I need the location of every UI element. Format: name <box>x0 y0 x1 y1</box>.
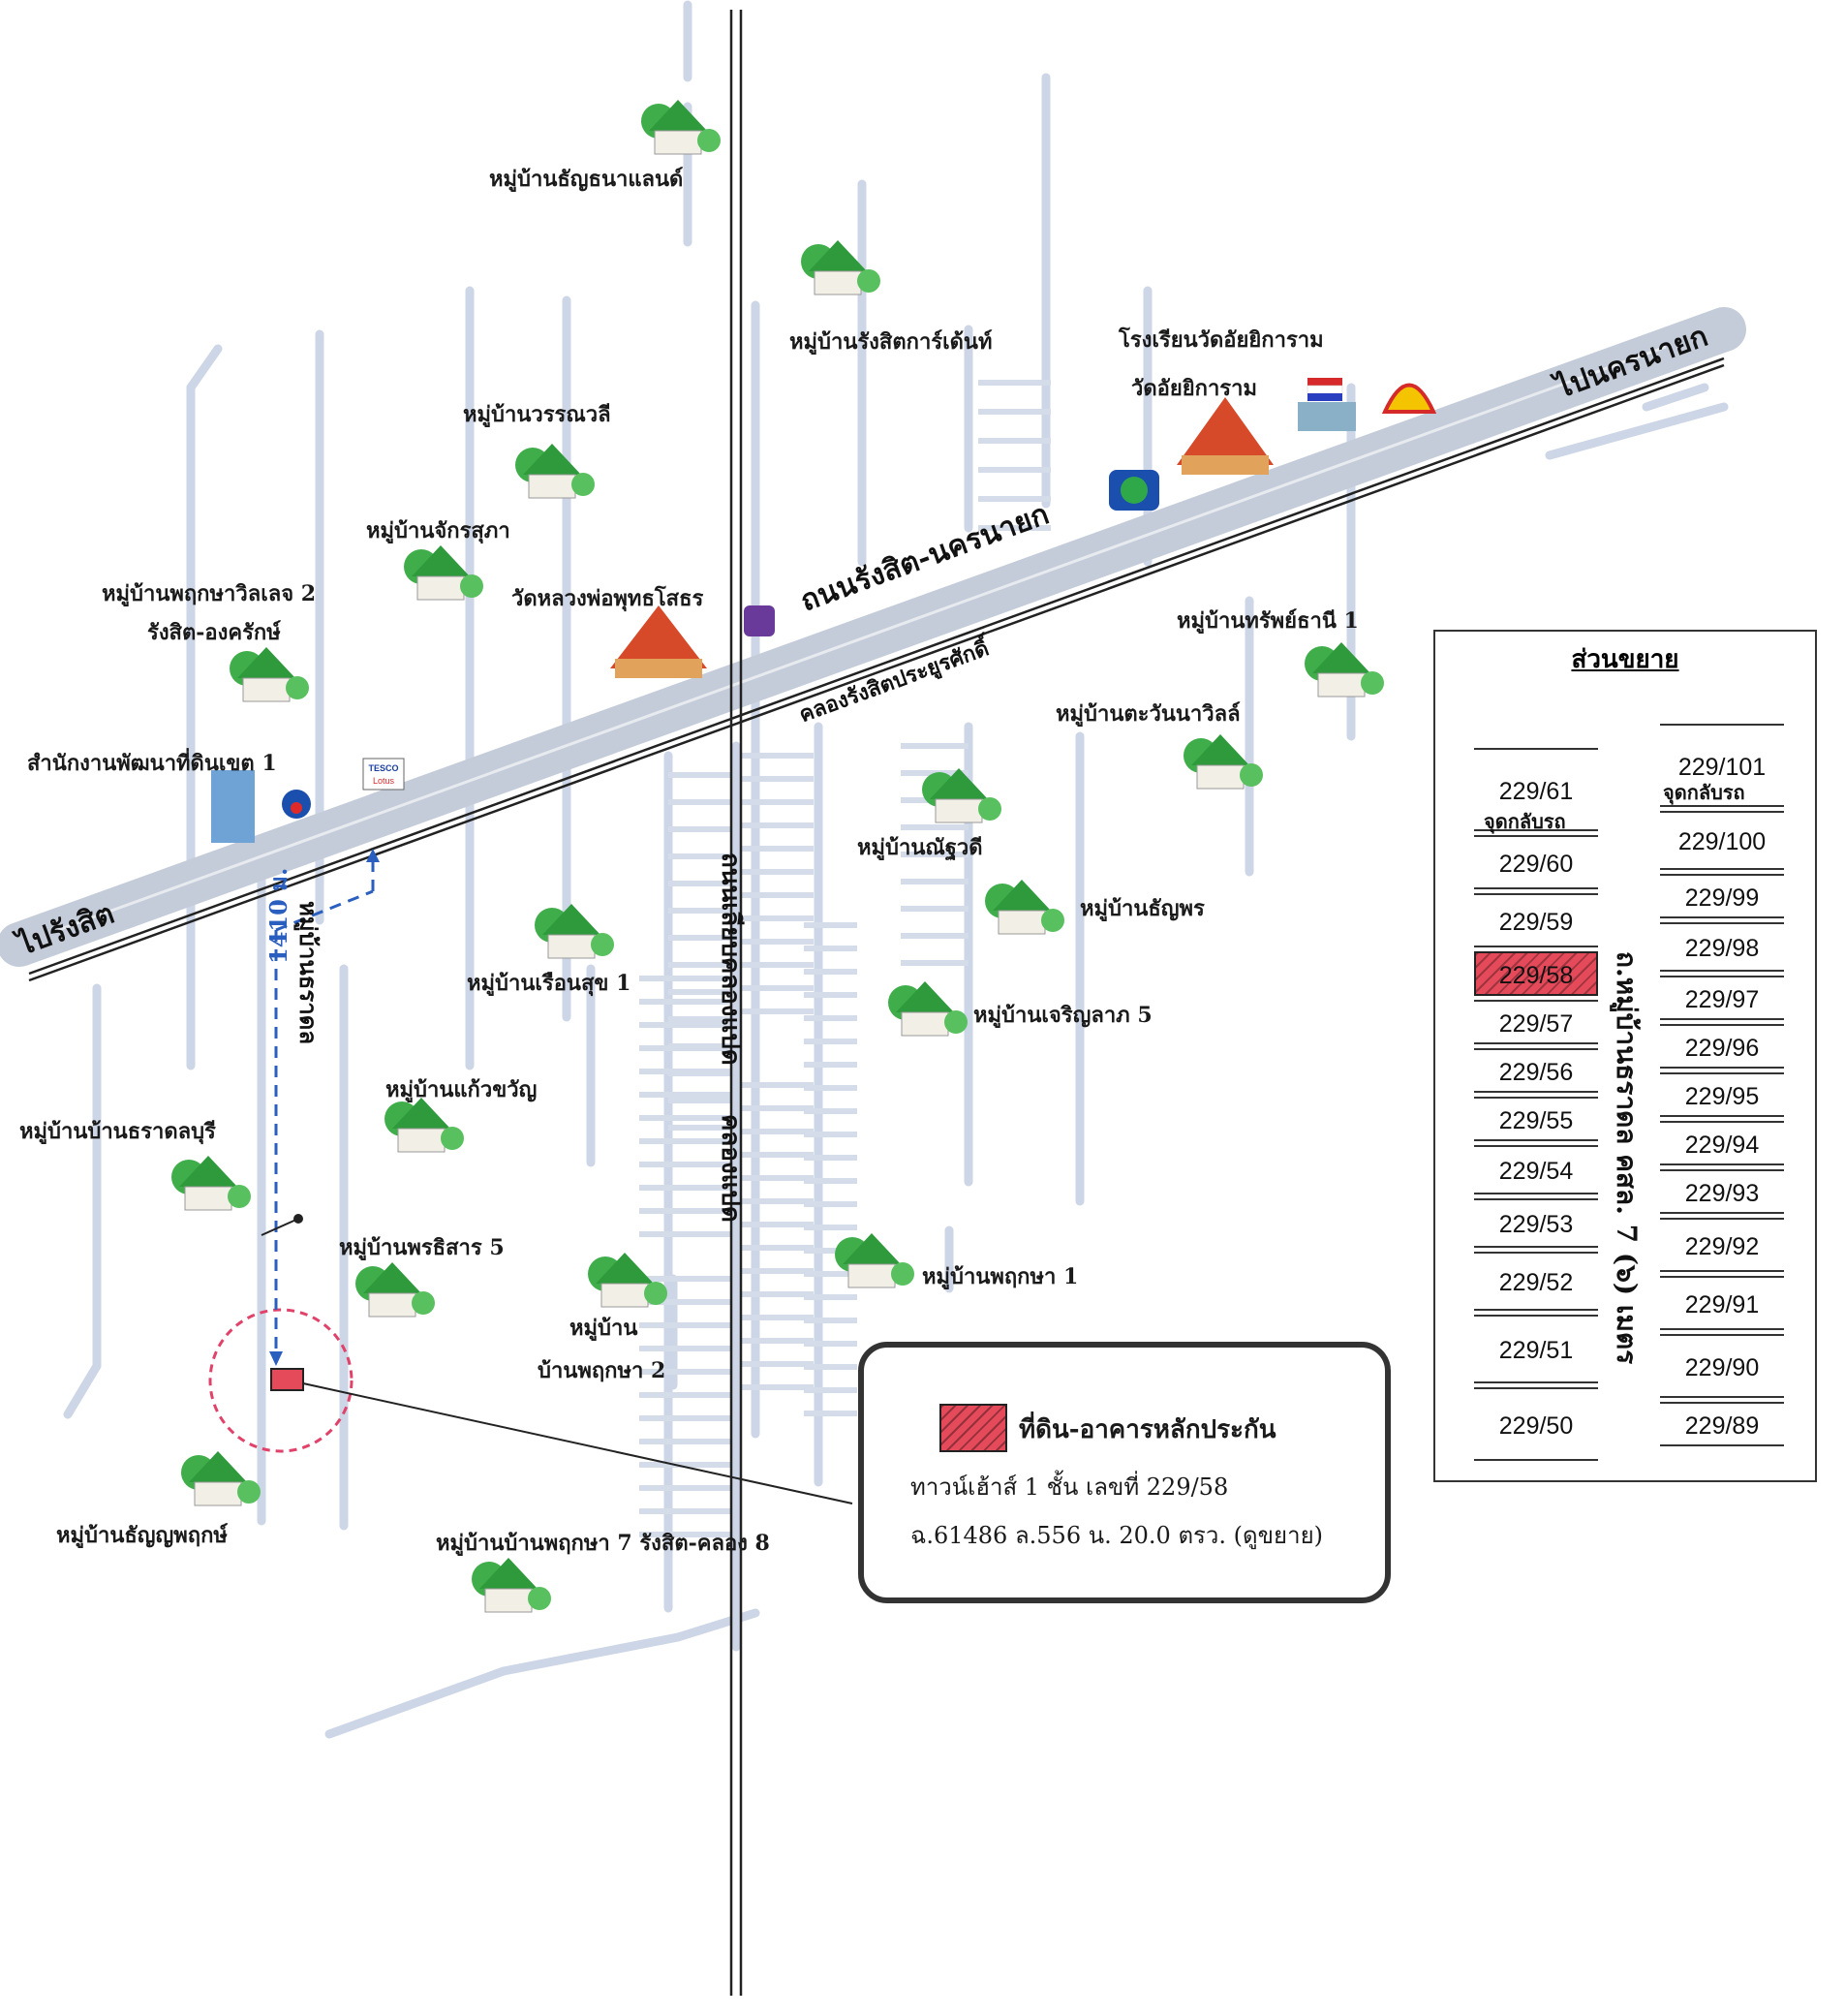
village-label: บ้านพฤกษา 2 <box>538 1358 666 1383</box>
house-icon <box>171 1156 251 1211</box>
lot-cell: 229/54 <box>1474 1145 1598 1194</box>
house-icon <box>835 1233 914 1288</box>
temple-icon <box>610 605 707 678</box>
village-label: หมู่บ้านทรัพย์ธานี 1 <box>1177 608 1359 634</box>
legend-title: ที่ดิน-อาคารหลักประกัน <box>1019 1415 1276 1444</box>
house-icon <box>801 240 880 295</box>
temple-label: วัดอัยยิการาม <box>1131 376 1257 401</box>
village-label: หมู่บ้านธัญพร <box>1080 896 1205 921</box>
lot-cell: 229/92 <box>1660 1218 1784 1272</box>
school-label: โรงเรียนวัดอัยยิการาม <box>1119 327 1324 353</box>
house-icon <box>1305 642 1384 698</box>
distance-label: 1410 ม. <box>264 867 292 964</box>
village-label: หมู่บ้านธัญญพฤกษ์ <box>56 1523 228 1548</box>
village-label: หมู่บ้านรังสิตการ์เด้นท์ <box>789 329 993 355</box>
village-label: หมู่บ้านบ้านพฤกษา 7 รังสิต-คลอง 8 <box>436 1531 770 1556</box>
klong8-road-label: ถนนเลียบคลองแปด <box>716 853 745 1066</box>
klong8-label: คลองแปด <box>716 1114 745 1223</box>
village-label: หมู่บ้านธัญธนาแลนด์ <box>489 167 684 192</box>
house-icon <box>985 880 1064 935</box>
village-label: หมู่บ้านพรธิสาร 5 <box>339 1235 505 1260</box>
house-icon <box>404 545 483 601</box>
lot-cell: 229/58 <box>1474 951 1598 996</box>
comb-sois <box>639 380 1051 1537</box>
lotus-text: Lotus <box>373 776 395 786</box>
lot-cell: 229/59 <box>1474 893 1598 947</box>
village-label: หมู่บ้านตะวันนาวิลล์ <box>1056 701 1241 727</box>
lot-cell: 229/60 <box>1474 835 1598 889</box>
ptt-logo-icon <box>1109 470 1159 511</box>
house-icon <box>515 444 595 499</box>
village-label: หมู่บ้านเจริญลาภ 5 <box>973 1003 1153 1028</box>
village-label: รังสิต-องครักษ์ <box>147 620 281 645</box>
lot-cell: 229/90 <box>1660 1334 1784 1398</box>
lot-cell: 229/97 <box>1660 976 1784 1020</box>
house-icon <box>588 1253 667 1308</box>
house-icon <box>472 1558 551 1613</box>
lot-cell: 229/53 <box>1474 1198 1598 1248</box>
lot-cell: 229/95 <box>1660 1072 1784 1117</box>
land-office-label: สำนักงานพัฒนาที่ดินเขต 1 <box>27 751 277 776</box>
house-icon <box>1184 734 1263 790</box>
lot-cell: 229/61 <box>1474 748 1598 831</box>
route-arrowheads <box>269 849 380 1366</box>
lot-cell: 229/93 <box>1660 1169 1784 1214</box>
legend-line2: ฉ.61486 ล.556 น. 20.0 ตรว. (ดูขยาย) <box>910 1522 1323 1549</box>
lot-cell: 229/101 <box>1660 724 1784 807</box>
route-pointer-line <box>261 1218 299 1236</box>
house-icons <box>171 100 1384 1613</box>
village-label: หมู่บ้านบ้านธราดลบุรี <box>19 1119 216 1144</box>
road-label: ถ.หมู่บ้านธราดล คสล. 7 (๖) เมตร <box>1611 951 1643 1365</box>
lot-cell: 229/99 <box>1660 874 1784 918</box>
school-flag-icon <box>1298 378 1356 431</box>
canals <box>729 10 743 1996</box>
tesco-text: TESCO <box>368 763 398 773</box>
lot-cell: 229/56 <box>1474 1048 1598 1093</box>
lot-cell: 229/51 <box>1474 1315 1598 1383</box>
house-icon <box>641 100 721 155</box>
tesco-lotus-icon: TESCO Lotus <box>362 758 405 791</box>
u-turn-label: จุดกลับรถ <box>1484 810 1566 833</box>
village-label: หมู่บ้าน <box>569 1316 638 1341</box>
house-icon <box>181 1451 261 1506</box>
village-label: หมู่บ้านจักรสุภา <box>366 518 510 543</box>
office-building-icon <box>211 770 255 843</box>
village-label: หมู่บ้านวรรณวลี <box>463 402 611 427</box>
legend-box: ที่ดิน-อาคารหลักประกัน ทาวน์เฮ้าส์ 1 ชั้… <box>858 1342 1391 1603</box>
village-label: หมู่บ้านพฤกษาวิลเลจ 2 <box>102 581 317 606</box>
lot-cell: 229/57 <box>1474 1000 1598 1044</box>
lot-cell: 229/50 <box>1474 1387 1598 1461</box>
house-icon <box>384 1098 464 1153</box>
house-icon <box>230 647 309 702</box>
enlargement-title: ส่วนขยาย <box>1571 645 1679 674</box>
temple-icon <box>1177 397 1274 475</box>
main-road <box>0 307 1746 982</box>
lot-cell: 229/89 <box>1660 1402 1784 1446</box>
lot-cell: 229/91 <box>1660 1276 1784 1330</box>
village-label: หมู่บ้านแก้วขวัญ <box>385 1077 538 1102</box>
lot-cell: 229/55 <box>1474 1097 1598 1141</box>
temple-label: วัดหลวงพ่อพุทธโสธร <box>511 586 704 611</box>
legend-swatch <box>939 1404 1007 1452</box>
lot-cell: 229/96 <box>1660 1024 1784 1069</box>
village-label: หมู่บ้านเรือนสุข 1 <box>467 971 631 996</box>
subject-marker <box>208 1308 853 1504</box>
legend-line1: ทาวน์เฮ้าส์ 1 ชั้น เลขที่ 229/58 <box>910 1473 1229 1501</box>
lot-cell: 229/98 <box>1660 922 1784 972</box>
house-icon <box>888 981 968 1037</box>
lot-cell: 229/94 <box>1660 1121 1784 1165</box>
lot-cell: 229/52 <box>1474 1252 1598 1311</box>
shell-logo-icon <box>1381 383 1437 414</box>
village-label: หมู่บ้านณัฐวดี <box>857 835 983 860</box>
u-turn-label: จุดกลับรถ <box>1663 781 1745 804</box>
house-icon <box>922 768 1001 823</box>
lot-cell: 229/100 <box>1660 811 1784 870</box>
house-icon <box>535 904 614 959</box>
house-icon <box>355 1262 435 1318</box>
village-label: หมู่บ้านพฤกษา 1 <box>922 1264 1079 1289</box>
bank-logo-icon <box>744 605 775 636</box>
gas-station-icon <box>282 790 311 819</box>
